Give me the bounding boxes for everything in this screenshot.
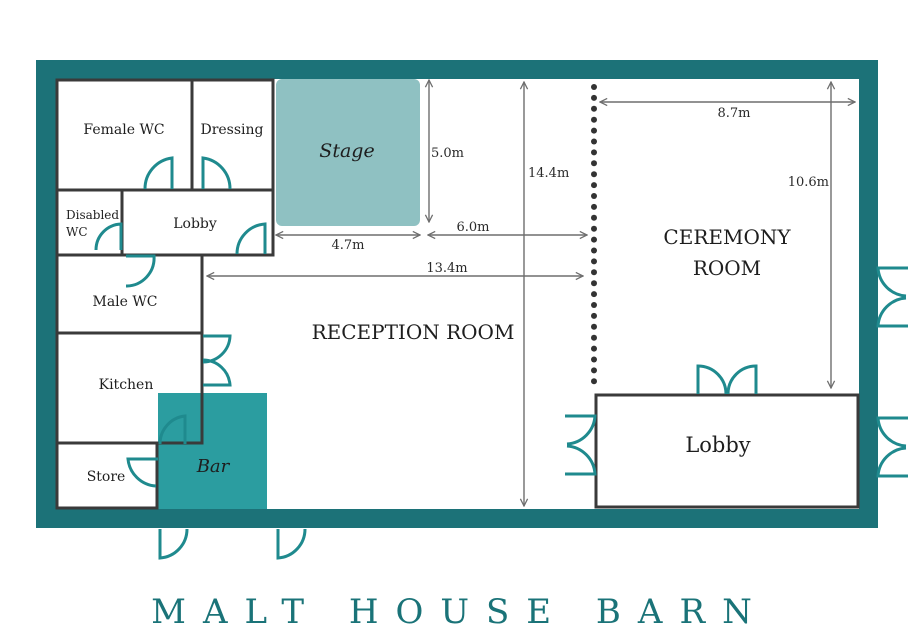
lobby-small-label: Lobby bbox=[173, 216, 217, 232]
doors bbox=[94, 156, 908, 560]
partition-dot bbox=[591, 258, 597, 265]
stage-depth-label: 5.0m bbox=[431, 146, 464, 161]
partition-dot bbox=[591, 356, 597, 363]
partition-dot bbox=[591, 84, 597, 90]
partition-dot bbox=[591, 105, 597, 112]
door-lobby-small bbox=[235, 222, 267, 255]
bar-label: Bar bbox=[196, 456, 231, 477]
male-wc-label: Male WC bbox=[93, 294, 158, 310]
lobby-main-label: Lobby bbox=[685, 433, 750, 457]
door-front-right bbox=[276, 528, 307, 560]
female-wc-label: Female WC bbox=[83, 122, 164, 138]
door-front-left bbox=[158, 528, 189, 560]
bar-area-top bbox=[204, 393, 267, 509]
partition-dot bbox=[591, 138, 597, 145]
disabled-wc-label-line1: Disabled bbox=[66, 208, 119, 222]
door-female-wc bbox=[143, 156, 174, 190]
door-ceremony-a bbox=[696, 364, 728, 395]
partition-dot bbox=[591, 323, 597, 330]
partition-dot bbox=[591, 236, 597, 243]
stage-gap-label: 6.0m bbox=[456, 220, 489, 235]
door-dressing bbox=[201, 156, 232, 190]
ceremony-room-label-line1: CEREMONY bbox=[663, 225, 791, 249]
partition-dot bbox=[591, 160, 597, 167]
partition-dot bbox=[591, 116, 597, 123]
partition-dot bbox=[591, 378, 597, 385]
partition-dot bbox=[591, 280, 597, 287]
partition-dot bbox=[591, 312, 597, 319]
partition-dot bbox=[591, 367, 597, 374]
stage-width-label: 4.7m bbox=[331, 238, 364, 253]
partition-dot bbox=[591, 182, 597, 189]
reception-room-label: RECEPTION ROOM bbox=[312, 320, 515, 344]
door-east-c bbox=[876, 416, 908, 448]
store-room bbox=[55, 441, 159, 510]
partition-dot bbox=[591, 334, 597, 341]
door-east-d bbox=[876, 446, 908, 478]
dressing-label: Dressing bbox=[200, 122, 263, 138]
disabled-wc-label-line2: WC bbox=[66, 225, 88, 239]
reception-length-label: 13.4m bbox=[426, 261, 467, 276]
partition-dot bbox=[591, 94, 597, 101]
kitchen-label: Kitchen bbox=[99, 377, 154, 393]
partition-dot bbox=[591, 225, 597, 232]
partition-dot bbox=[591, 345, 597, 352]
ceremony-depth-label: 10.6m bbox=[788, 175, 829, 190]
door-disabled-wc bbox=[94, 222, 123, 251]
partition-dot bbox=[591, 193, 597, 199]
door-store bbox=[126, 457, 158, 488]
store-label: Store bbox=[87, 469, 126, 485]
door-east-b bbox=[876, 296, 908, 328]
door-male-wc bbox=[125, 254, 156, 288]
partition-dot bbox=[591, 171, 597, 178]
partition-dot bbox=[591, 214, 597, 221]
partition-dot bbox=[591, 127, 597, 134]
door-lobby-left-b bbox=[565, 444, 597, 476]
partition-dot bbox=[591, 149, 597, 156]
partition-dot bbox=[591, 269, 597, 276]
door-east-a bbox=[876, 266, 908, 298]
door-bar bbox=[158, 414, 187, 445]
lobby-main-room bbox=[594, 393, 860, 509]
stage-area bbox=[276, 79, 420, 226]
door-kitchen-b bbox=[202, 358, 232, 387]
door-ceremony-b bbox=[726, 364, 758, 395]
partition-dot bbox=[591, 302, 597, 308]
partition-dot bbox=[591, 203, 597, 210]
partition-dots bbox=[591, 84, 597, 385]
partition-dot bbox=[591, 247, 597, 254]
venue-title: MALT HOUSE BARN bbox=[151, 592, 769, 632]
door-lobby-left-a bbox=[565, 414, 597, 446]
partition-dot bbox=[591, 291, 597, 298]
ceremony-room-label-line2: ROOM bbox=[693, 256, 761, 280]
ceremony-width-label: 8.7m bbox=[717, 106, 750, 121]
stage-label: Stage bbox=[319, 140, 374, 162]
reception-width-label: 14.4m bbox=[528, 166, 569, 181]
dimension-lines bbox=[207, 80, 855, 506]
